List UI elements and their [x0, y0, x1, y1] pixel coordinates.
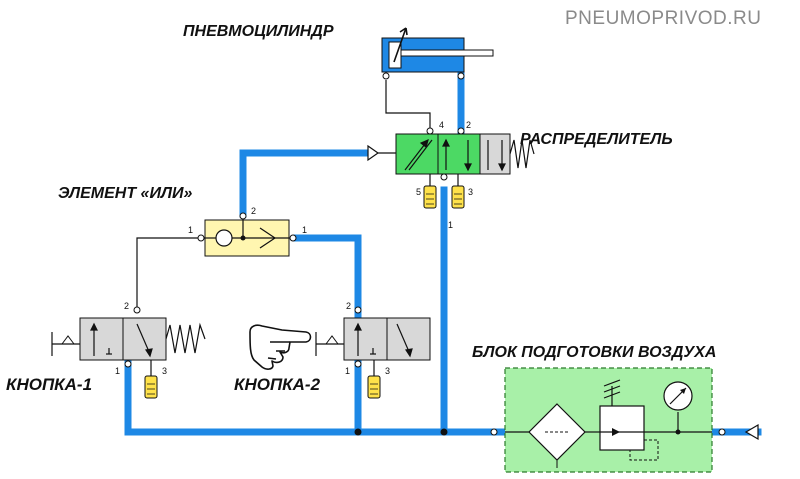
or-port-1-right	[289, 234, 297, 242]
or-port-1-left-label: 1	[188, 225, 193, 235]
distributor-port-1-label: 1	[448, 220, 453, 230]
or-port-1-left	[197, 234, 205, 242]
button1-actuator-icon	[51, 332, 80, 356]
pilot-signal-line	[239, 149, 372, 218]
cylinder-throttle-arrow	[393, 27, 407, 63]
button2-output-line	[292, 234, 362, 318]
button1-port-3-label: 3	[162, 366, 167, 376]
distributor-port-4	[426, 127, 434, 135]
button1-label: КНОПКА-1	[6, 375, 92, 394]
or-element: 1 2 1	[188, 206, 307, 257]
or-port-2-label: 2	[251, 206, 256, 216]
distributor-port-2-label: 2	[466, 120, 471, 130]
distributor-exhaust-3	[451, 174, 465, 209]
cylinder-return-line	[385, 80, 431, 134]
pneumocylinder	[381, 27, 494, 80]
cylinder-port-right	[457, 72, 465, 80]
button1-port-1	[124, 360, 132, 368]
watermark: PNEUMOPRIVOD.RU	[565, 8, 761, 29]
cylinder-port-left	[382, 72, 390, 80]
button2-port-1	[354, 360, 362, 368]
air-unit-outlet-port	[490, 428, 498, 436]
button1-valve: 2 1 3	[51, 301, 206, 399]
button1-output-line	[136, 237, 205, 310]
button2-exhaust	[367, 360, 381, 399]
cylinder-rod	[400, 49, 494, 57]
regulator-icon	[599, 405, 645, 451]
or-port-1-right-label: 1	[302, 225, 307, 235]
or-element-label: ЭЛЕМЕНТ «ИЛИ»	[58, 185, 192, 202]
button1-exhaust	[144, 360, 158, 399]
or-port-2	[239, 212, 247, 220]
button2-valve: 2 1 3	[315, 301, 431, 399]
supply-junctions	[354, 428, 448, 436]
air-source-icon	[744, 423, 759, 441]
button1-port-2-label: 2	[124, 301, 129, 311]
distributor-port-1	[440, 173, 448, 181]
distributor-label: РАСПРЕДЕЛИТЕЛЬ	[520, 131, 673, 148]
regulator-spring-icon	[603, 379, 621, 406]
distributor-port-4-label: 4	[439, 120, 444, 130]
button1-port-1-label: 1	[115, 366, 120, 376]
distributor-idle-section	[479, 133, 511, 175]
distributor-spring-icon	[509, 139, 535, 169]
button2-port-2-label: 2	[346, 301, 351, 311]
button2-label: КНОПКА-2	[234, 375, 321, 394]
distributor-valve: 4 2 5 3 1	[367, 120, 535, 230]
air-unit-label: БЛОК ПОДГОТОВКИ ВОЗДУХА	[472, 344, 716, 361]
button2-port-2	[354, 306, 362, 314]
button2-actuator-icon	[315, 332, 344, 356]
button1-spring-icon	[165, 322, 206, 354]
button2-port-3-label: 3	[385, 366, 390, 376]
distributor-port-2	[457, 127, 465, 135]
distributor-pilot-icon	[367, 144, 380, 162]
cylinder-label: ПНЕВМОЦИЛИНДР	[183, 23, 334, 40]
air-preparation-unit	[504, 367, 713, 473]
pilot-lines	[136, 80, 431, 310]
or-ball-icon	[215, 229, 233, 247]
distributor-port-5-label: 5	[416, 187, 421, 197]
button1-port-2	[133, 306, 141, 314]
distributor-port-3-label: 3	[468, 187, 473, 197]
supply-main-line	[124, 358, 509, 436]
pointing-hand-icon	[249, 324, 312, 370]
button2-port-1-label: 1	[345, 366, 350, 376]
pressure-lines	[124, 68, 762, 436]
air-unit-inlet-port	[718, 428, 726, 436]
distributor-exhaust-5	[423, 174, 437, 209]
